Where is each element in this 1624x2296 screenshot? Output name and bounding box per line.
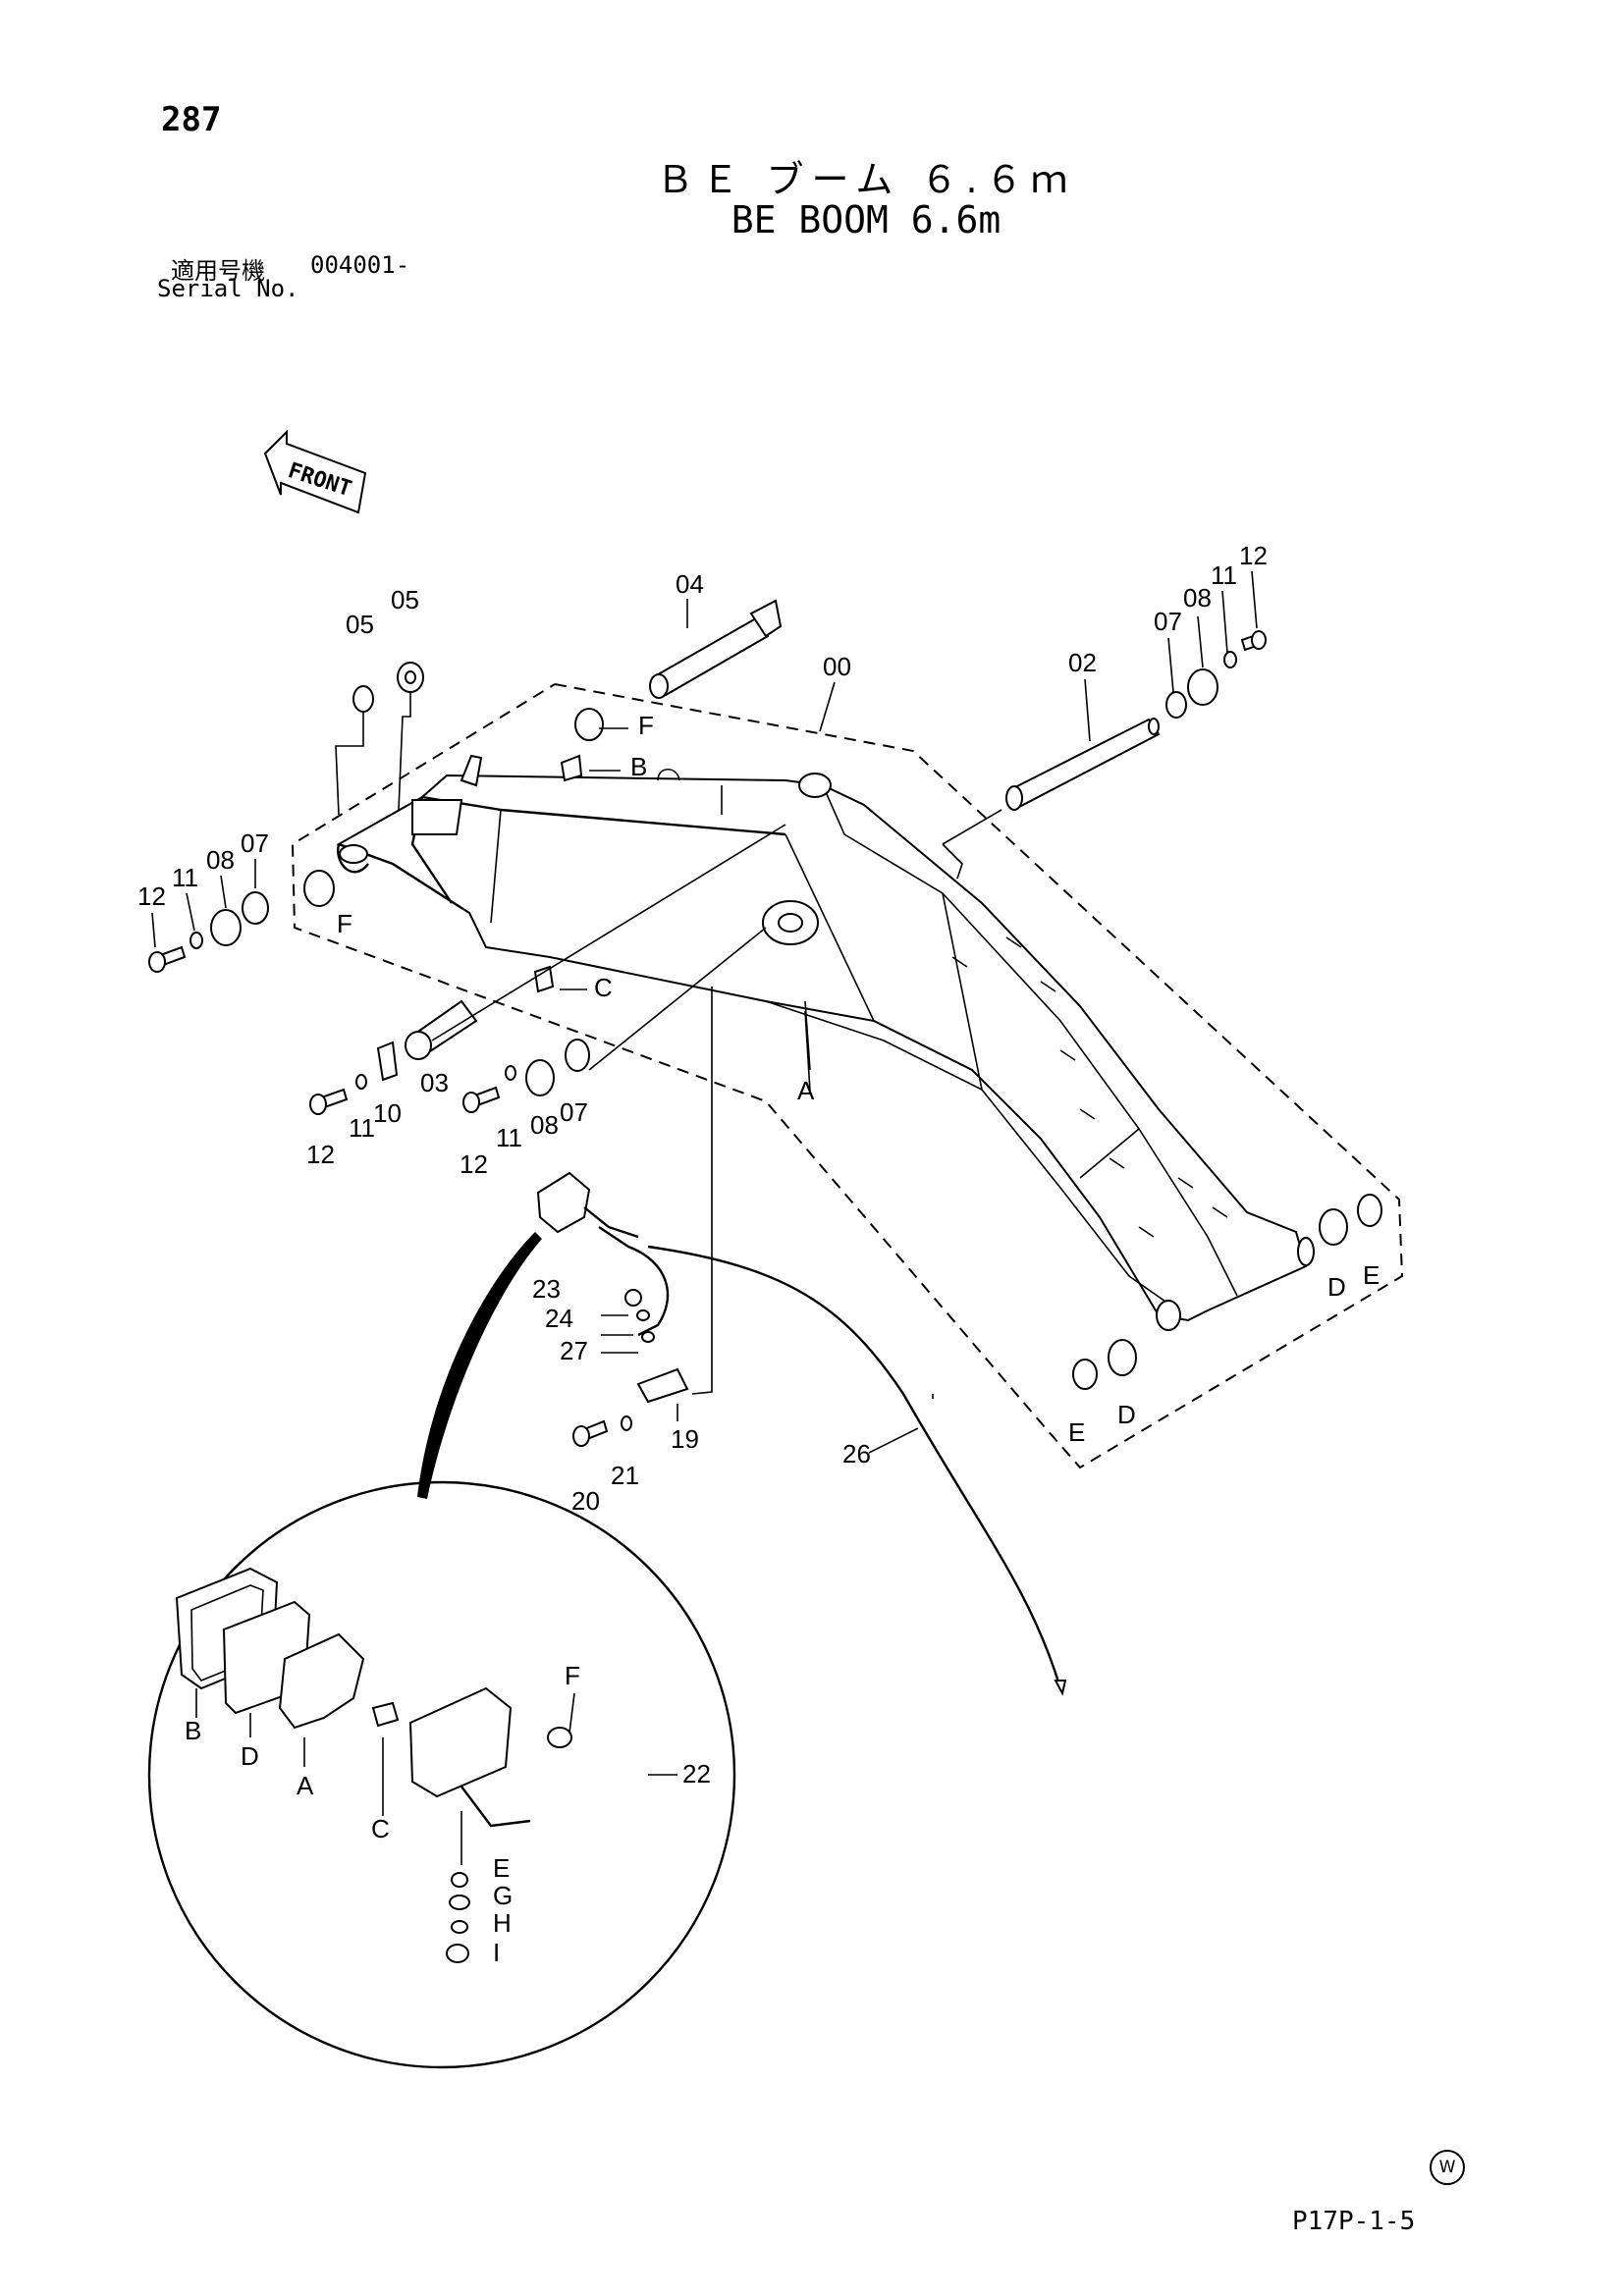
- label-d-lower: D: [1117, 1400, 1136, 1429]
- callout-23: 23: [532, 1274, 561, 1304]
- title-english: BE BOOM 6.6m: [731, 198, 1001, 241]
- watermark-symbol: W: [1430, 2150, 1465, 2185]
- callout-04: 04: [676, 569, 704, 599]
- callout-03: 03: [420, 1068, 449, 1097]
- page-number: 287: [161, 100, 222, 139]
- callout-08c: 08: [530, 1110, 559, 1140]
- callout-leader-lines: [151, 570, 1258, 1454]
- detail-label-a: A: [297, 1771, 314, 1800]
- detail-label-b: B: [185, 1716, 201, 1745]
- label-f-lower: F: [337, 909, 352, 938]
- label-d-right: D: [1327, 1272, 1346, 1302]
- callout-19: 19: [671, 1424, 699, 1454]
- boom-structure: [336, 768, 1315, 1331]
- callout-27: 27: [560, 1336, 588, 1365]
- detail-label-f: F: [565, 1661, 580, 1690]
- callout-11d: 11: [496, 1123, 522, 1152]
- serial-number-value: 004001-: [310, 251, 410, 279]
- callout-20: 20: [571, 1486, 600, 1516]
- callout-07a: 07: [1154, 607, 1182, 636]
- callout-12b: 12: [137, 881, 166, 911]
- detail-label-e: E: [493, 1853, 510, 1883]
- callout-05b: 05: [391, 585, 419, 614]
- assembly-guide-lines: [335, 692, 1002, 1399]
- clamps: [460, 754, 689, 1404]
- work-lamp-assembly: [536, 785, 1067, 1696]
- callout-00: 00: [823, 652, 851, 681]
- letter-labels: F B F C A D E E D: [337, 711, 1380, 1447]
- callout-11c: 11: [349, 1113, 375, 1143]
- part-callouts: 00 02 03 04 05 05 07 07 07 08 08 08 10 1…: [137, 541, 1268, 1789]
- detail-label-h: H: [493, 1908, 512, 1938]
- callout-12d: 12: [460, 1149, 488, 1179]
- pin-02: [1005, 718, 1161, 811]
- callout-22: 22: [682, 1759, 711, 1789]
- label-a: A: [797, 1076, 815, 1105]
- callout-26: 26: [842, 1439, 871, 1468]
- callout-02: 02: [1068, 648, 1097, 677]
- detail-labels: B D A C F E G H I: [185, 1661, 580, 1967]
- label-c: C: [594, 973, 613, 1002]
- detail-label-g: G: [493, 1881, 513, 1910]
- label-e-lower: E: [1068, 1417, 1085, 1447]
- callout-24: 24: [545, 1304, 573, 1333]
- title-japanese: ＢＥ ブーム ６.６ｍ: [656, 158, 1076, 201]
- callout-08b: 08: [206, 845, 235, 875]
- label-e-right: E: [1363, 1260, 1380, 1290]
- bolts: [148, 630, 1267, 1447]
- label-b: B: [630, 752, 647, 781]
- detail-label-i: I: [493, 1938, 500, 1967]
- bushing-f: [303, 708, 604, 907]
- callout-10: 10: [373, 1098, 402, 1128]
- detail-label-c: C: [371, 1814, 390, 1843]
- callout-11a: 11: [1211, 561, 1237, 590]
- callout-21: 21: [611, 1461, 639, 1490]
- callout-07b: 07: [241, 828, 269, 858]
- callout-08a: 08: [1183, 583, 1212, 613]
- front-arrow-icon: FRONT: [263, 429, 367, 514]
- serial-label-english: Serial No.: [157, 275, 299, 302]
- pin-04: [649, 599, 783, 699]
- callout-07c: 07: [560, 1097, 588, 1127]
- callout-12c: 12: [306, 1140, 335, 1169]
- serial-label-japanese: 適用号機: [171, 257, 265, 285]
- callout-12a: 12: [1239, 541, 1268, 570]
- label-f-upper: F: [638, 711, 654, 740]
- callout-05a: 05: [346, 610, 374, 639]
- detail-view-work-lamp: [147, 1232, 736, 2069]
- pin-03: [405, 999, 478, 1060]
- assembly-group-outline: [291, 683, 1404, 1469]
- callout-11b: 11: [172, 863, 198, 892]
- figure-code: P17P-1-5: [1292, 2207, 1416, 2236]
- detail-label-d: D: [241, 1741, 259, 1771]
